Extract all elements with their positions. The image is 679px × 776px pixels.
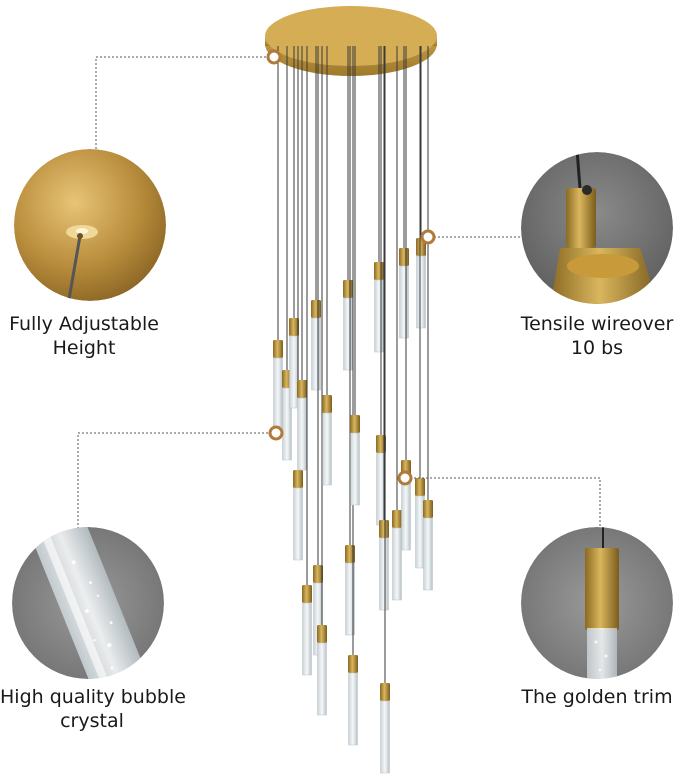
caption-height-line1: Fully Adjustable — [9, 313, 159, 335]
caption-wire-line1: Tensile wireover — [520, 313, 674, 335]
pendant-gold-cap — [313, 565, 323, 583]
pendant-crystal-rod — [345, 562, 355, 636]
caption-crystal: High quality bubble crystal — [0, 685, 186, 733]
pendant-crystal-rod — [343, 297, 353, 371]
caption-trim: The golden trim — [514, 685, 679, 709]
pendant-gold-cap — [322, 395, 332, 413]
caption-crystal-line2: crystal — [60, 710, 124, 732]
pendant-gold-cap — [297, 380, 307, 398]
pendant-gold-cap — [380, 683, 390, 701]
caption-wire-line2: 10 bs — [570, 337, 624, 359]
pendant-gold-cap — [317, 625, 327, 643]
caption-height-line2: Height — [52, 337, 116, 359]
pendant-crystal-rod — [317, 642, 327, 716]
callout-dot-height — [266, 49, 282, 65]
callout-line-height — [95, 56, 274, 150]
pendant-gold-cap — [293, 470, 303, 488]
pendant-crystal-rod — [302, 602, 312, 676]
pendant-crystal-rod — [379, 537, 389, 611]
callout-dot-trim — [397, 470, 413, 486]
pendant-gold-cap — [311, 300, 321, 318]
pendant-gold-cap — [302, 585, 312, 603]
pendant-gold-cap — [374, 262, 384, 280]
pendant-crystal-rod — [380, 700, 390, 774]
caption-crystal-line1: High quality bubble — [0, 686, 186, 708]
pendant-gold-cap — [343, 280, 353, 298]
pendant-gold-cap — [392, 510, 402, 528]
pendant-crystal-rod — [289, 335, 299, 409]
pendant-crystal-rod — [297, 397, 307, 471]
ceiling-canopy — [265, 6, 437, 76]
pendant-crystal-rod — [374, 279, 384, 353]
pendant-crystal-rod — [282, 387, 292, 461]
pendant-crystal-rod — [273, 357, 283, 431]
caption-trim-line1: The golden trim — [521, 686, 673, 708]
pendant-crystal-rod — [416, 255, 426, 329]
detail-circle-height — [14, 149, 166, 301]
detail-circle-wire — [521, 152, 673, 304]
pendant-crystal-rod — [322, 412, 332, 486]
caption-wire: Tensile wireover 10 bs — [514, 312, 679, 360]
pendant-gold-cap — [350, 415, 360, 433]
callout-dot-crystal — [268, 425, 284, 441]
pendant-gold-cap — [273, 340, 283, 358]
pendant-gold-cap — [348, 655, 358, 673]
callout-dots — [266, 49, 436, 486]
pendant-crystal-rod — [311, 317, 321, 391]
pendant-gold-cap — [423, 500, 433, 518]
pendant-gold-cap — [379, 520, 389, 538]
pendant-crystal-rod — [401, 477, 411, 551]
pendant-crystal-rod — [293, 487, 303, 561]
pendant-gold-cap — [399, 248, 409, 266]
callout-line-trim — [406, 477, 601, 528]
callout-dot-wire — [420, 229, 436, 245]
detail-circle-trim — [521, 527, 673, 679]
pendant-gold-cap — [415, 478, 425, 496]
pendant-crystal-rod — [423, 517, 433, 591]
pendant-group — [273, 46, 433, 774]
callout-lines — [77, 56, 601, 528]
pendant-crystal-rod — [392, 527, 402, 601]
callout-line-crystal — [77, 432, 276, 528]
pendant-gold-cap — [289, 318, 299, 336]
pendant-crystal-rod — [350, 432, 360, 506]
pendant-crystal-rod — [348, 672, 358, 746]
detail-circle-crystal — [12, 527, 164, 679]
caption-height: Fully Adjustable Height — [2, 312, 166, 360]
pendant-crystal-rod — [399, 265, 409, 339]
